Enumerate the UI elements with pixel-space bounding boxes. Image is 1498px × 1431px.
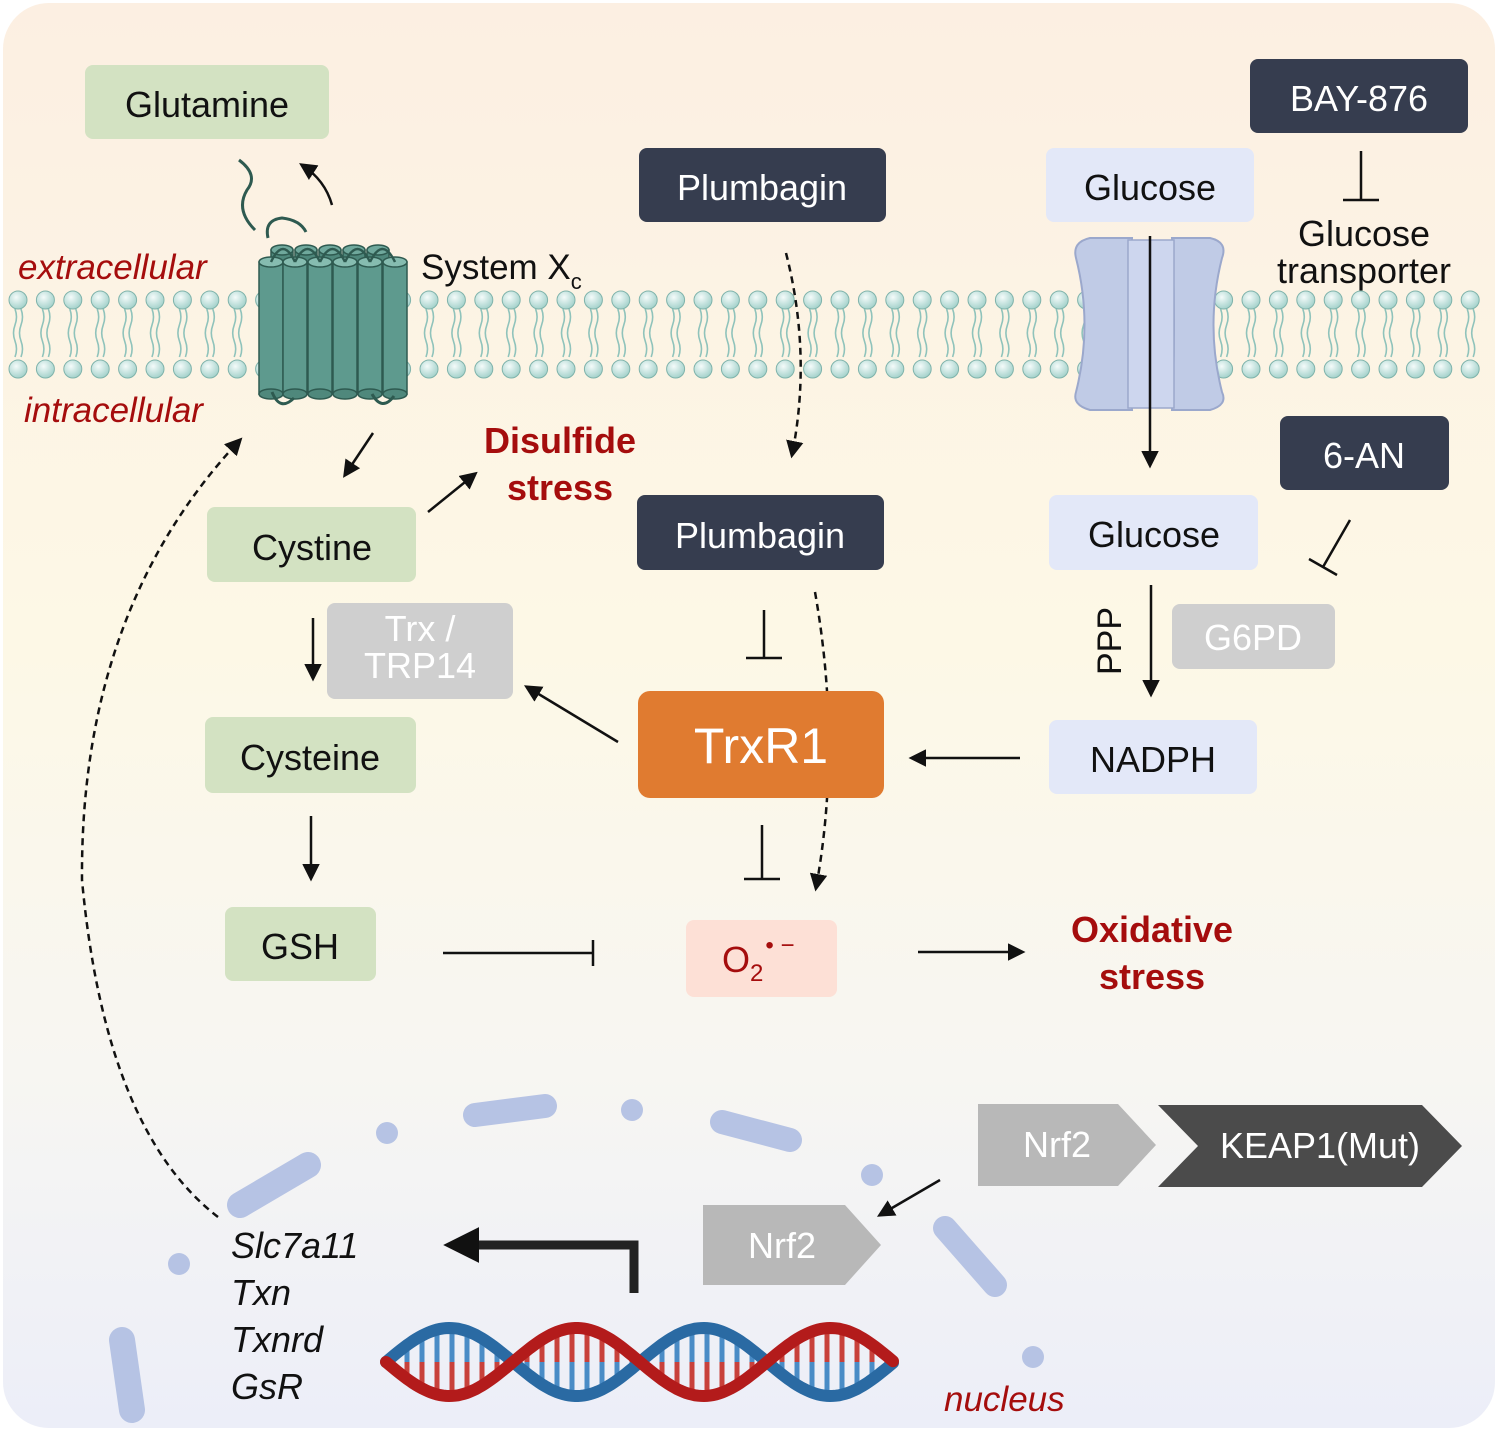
keap1-mut-tag: KEAP1(Mut) — [1158, 1105, 1462, 1187]
svg-text:TrxR1: TrxR1 — [694, 718, 828, 774]
dna-helix-icon — [380, 1321, 899, 1403]
svg-text:stress: stress — [1099, 956, 1205, 997]
svg-text:transporter: transporter — [1277, 250, 1451, 291]
svg-text:O2• −: O2• − — [722, 932, 794, 987]
nuclear-envelope-icon — [109, 1094, 1007, 1423]
svg-text:Cystine: Cystine — [252, 527, 372, 568]
nrf2-nucleus-tag: Nrf2 — [703, 1205, 881, 1285]
dashed-plumbagin-to-superoxide — [809, 591, 830, 892]
dashed-nrf2-feedback — [80, 437, 243, 1218]
inhibit-bay876 — [1343, 151, 1379, 202]
svg-text:Glucose: Glucose — [1088, 514, 1220, 555]
disulfide-stress-label: Disulfide stress — [484, 420, 636, 508]
glutamine-box: Glutamine — [85, 65, 329, 139]
svg-text:BAY-876: BAY-876 — [1290, 78, 1428, 119]
svg-text:Nrf2: Nrf2 — [748, 1225, 816, 1266]
g6pd-box: G6PD — [1172, 604, 1335, 669]
superoxide-box: O2• − — [686, 920, 837, 997]
plumbagin-extracellular-box: Plumbagin — [639, 148, 886, 222]
cysteine-box: Cysteine — [205, 717, 416, 793]
svg-text:TRP14: TRP14 — [364, 645, 476, 686]
svg-text:Glutamine: Glutamine — [125, 84, 289, 125]
gene-item: Txnrd — [231, 1319, 324, 1360]
svg-text:GSH: GSH — [261, 926, 339, 967]
svg-text:NADPH: NADPH — [1090, 739, 1216, 780]
inhibit-trxr1-superoxide — [744, 825, 780, 881]
inhibit-gsh-superoxide — [443, 940, 595, 966]
nadph-box: NADPH — [1049, 720, 1257, 794]
svg-text:Plumbagin: Plumbagin — [675, 515, 845, 556]
extracellular-label: extracellular — [18, 248, 208, 287]
svg-text:Disulfide: Disulfide — [484, 420, 636, 461]
arrow-xc-to-glutamine — [299, 163, 334, 206]
six-an-box: 6-AN — [1280, 416, 1449, 490]
glucose-extracellular-box: Glucose — [1046, 148, 1254, 222]
oxidative-stress-label: Oxidative stress — [1071, 909, 1233, 997]
svg-text:Cysteine: Cysteine — [240, 737, 380, 778]
system-xc-label: System Xc — [421, 248, 582, 294]
svg-text:Nrf2: Nrf2 — [1023, 1124, 1091, 1165]
inhibit-plumbagin-trxr1 — [746, 610, 782, 660]
plumbagin-intracellular-box: Plumbagin — [637, 495, 884, 570]
arrow-xc-to-cystine — [343, 432, 375, 478]
connectors — [80, 151, 1379, 1218]
target-gene-list: Slc7a11 Txn Txnrd GsR — [231, 1225, 358, 1407]
trxr1-box: TrxR1 — [638, 691, 884, 798]
cystine-box: Cystine — [207, 507, 416, 582]
gene-item: Slc7a11 — [231, 1225, 358, 1266]
gene-item: Txn — [231, 1272, 291, 1313]
arrow-keap1-to-nrf2 — [876, 1178, 941, 1217]
dashed-plumbagin-uptake — [784, 252, 804, 459]
svg-text:KEAP1(Mut): KEAP1(Mut) — [1220, 1125, 1420, 1166]
ppp-label: PPP — [1091, 607, 1129, 675]
gene-expression-arrow — [443, 1227, 639, 1293]
nuclear-envelope-dots — [168, 1099, 1044, 1368]
intracellular-label: intracellular — [24, 391, 204, 430]
svg-text:Oxidative: Oxidative — [1071, 909, 1233, 950]
arrow-trxr1-to-trx — [524, 685, 619, 744]
svg-text:Glucose: Glucose — [1084, 167, 1216, 208]
svg-text:6-AN: 6-AN — [1323, 435, 1405, 476]
svg-text:Plumbagin: Plumbagin — [677, 167, 847, 208]
nrf2-cytoplasm-tag: Nrf2 — [978, 1104, 1156, 1186]
glucose-transporter-label: Glucose transporter — [1277, 213, 1451, 291]
bay876-box: BAY-876 — [1250, 59, 1468, 133]
inhibit-6an — [1308, 519, 1352, 577]
svg-text:G6PD: G6PD — [1204, 617, 1302, 658]
gene-item: GsR — [231, 1366, 303, 1407]
arrow-cystine-to-disulfide — [427, 471, 478, 513]
svg-text:stress: stress — [507, 467, 613, 508]
gsh-box: GSH — [225, 907, 376, 981]
svg-text:Glucose: Glucose — [1298, 213, 1430, 254]
glucose-intracellular-box: Glucose — [1049, 495, 1258, 570]
trx-trp14-box: Trx / TRP14 — [327, 603, 513, 699]
system-xc-transporter-icon — [238, 158, 408, 406]
svg-text:Trx /: Trx / — [385, 608, 456, 649]
nucleus-label: nucleus — [944, 1380, 1065, 1419]
